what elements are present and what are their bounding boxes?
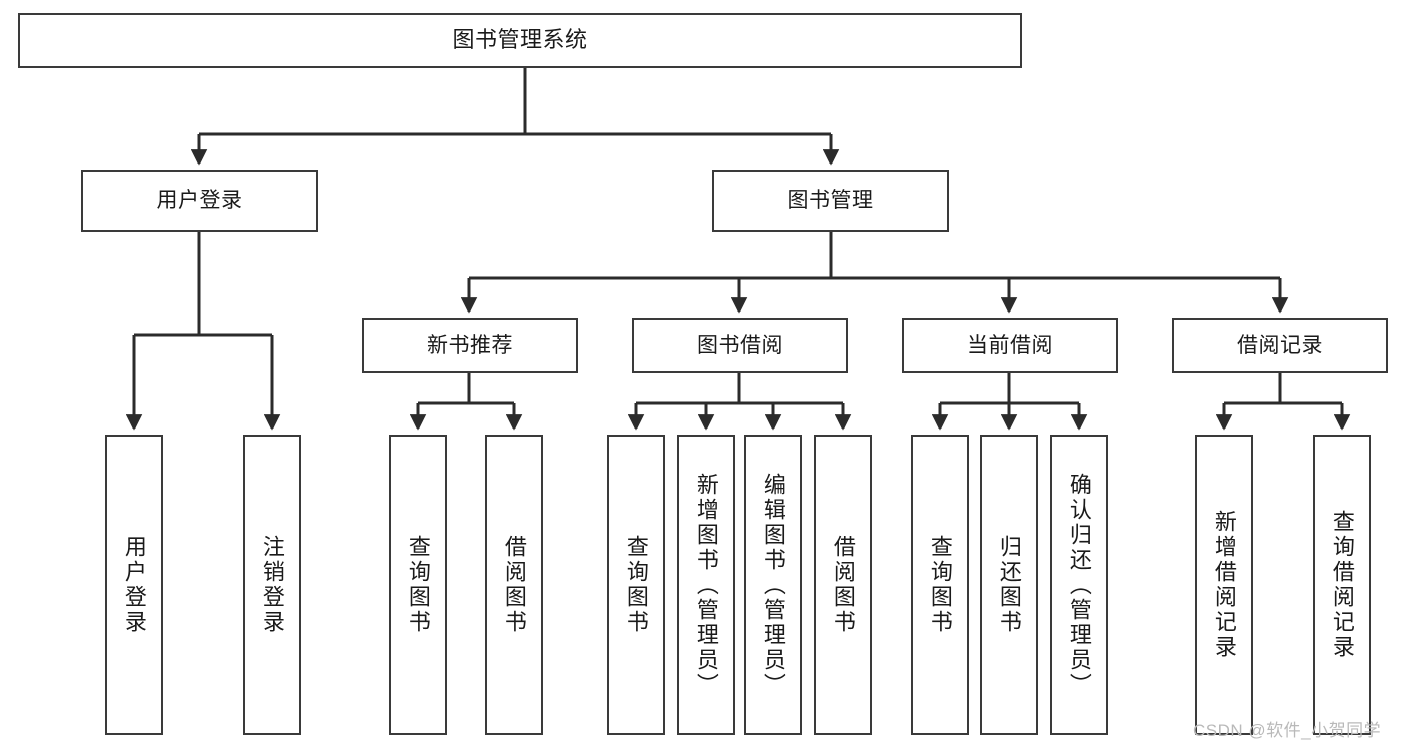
node-label: 查询借阅记录 [1329,510,1355,660]
node-label: 用户登录 [156,189,243,213]
node-leaf-borrow-book-1[interactable]: 借阅图书 [485,435,543,735]
csdn-watermark: CSDN @软件_小贺同学 [1193,721,1382,740]
node-label: 新增借阅记录 [1211,510,1237,660]
node-leaf-query-record[interactable]: 查询借阅记录 [1313,435,1371,735]
node-leaf-query-book-1[interactable]: 查询图书 [389,435,447,735]
node-label: 注销登录 [259,535,285,635]
node-borrow-record[interactable]: 借阅记录 [1172,318,1388,373]
node-current-borrow[interactable]: 当前借阅 [902,318,1118,373]
node-label: 查询图书 [405,535,431,635]
node-label: 图书借阅 [697,333,783,357]
node-leaf-return-book[interactable]: 归还图书 [980,435,1038,735]
node-label: 新书推荐 [427,333,513,357]
node-label: 用户登录 [121,535,147,635]
node-label: 借阅图书 [830,535,856,635]
node-label: 归还图书 [996,535,1022,635]
node-label: 当前借阅 [967,333,1053,357]
node-leaf-edit-book[interactable]: 编辑图书（管理员） [744,435,802,735]
node-leaf-add-book[interactable]: 新增图书（管理员） [677,435,735,735]
node-label: 查询图书 [927,535,953,635]
node-leaf-logout-login[interactable]: 注销登录 [243,435,301,735]
node-book-management[interactable]: 图书管理 [712,170,949,232]
node-label: 借阅记录 [1237,333,1323,357]
node-leaf-query-book-3[interactable]: 查询图书 [911,435,969,735]
node-user-login[interactable]: 用户登录 [81,170,318,232]
node-root-system[interactable]: 图书管理系统 [18,13,1022,68]
node-leaf-add-record[interactable]: 新增借阅记录 [1195,435,1253,735]
node-new-book-recommend[interactable]: 新书推荐 [362,318,578,373]
node-label: 图书管理 [787,189,874,213]
node-leaf-borrow-book-2[interactable]: 借阅图书 [814,435,872,735]
node-label: 借阅图书 [501,535,527,635]
node-book-borrow[interactable]: 图书借阅 [632,318,848,373]
node-label: 图书管理系统 [452,27,588,53]
node-label: 编辑图书（管理员） [760,472,786,698]
node-label: 确认归还（管理员） [1066,472,1092,698]
node-label: 查询图书 [623,535,649,635]
node-leaf-confirm-return[interactable]: 确认归还（管理员） [1050,435,1108,735]
node-leaf-query-book-2[interactable]: 查询图书 [607,435,665,735]
node-leaf-user-login[interactable]: 用户登录 [105,435,163,735]
node-label: 新增图书（管理员） [693,472,719,698]
